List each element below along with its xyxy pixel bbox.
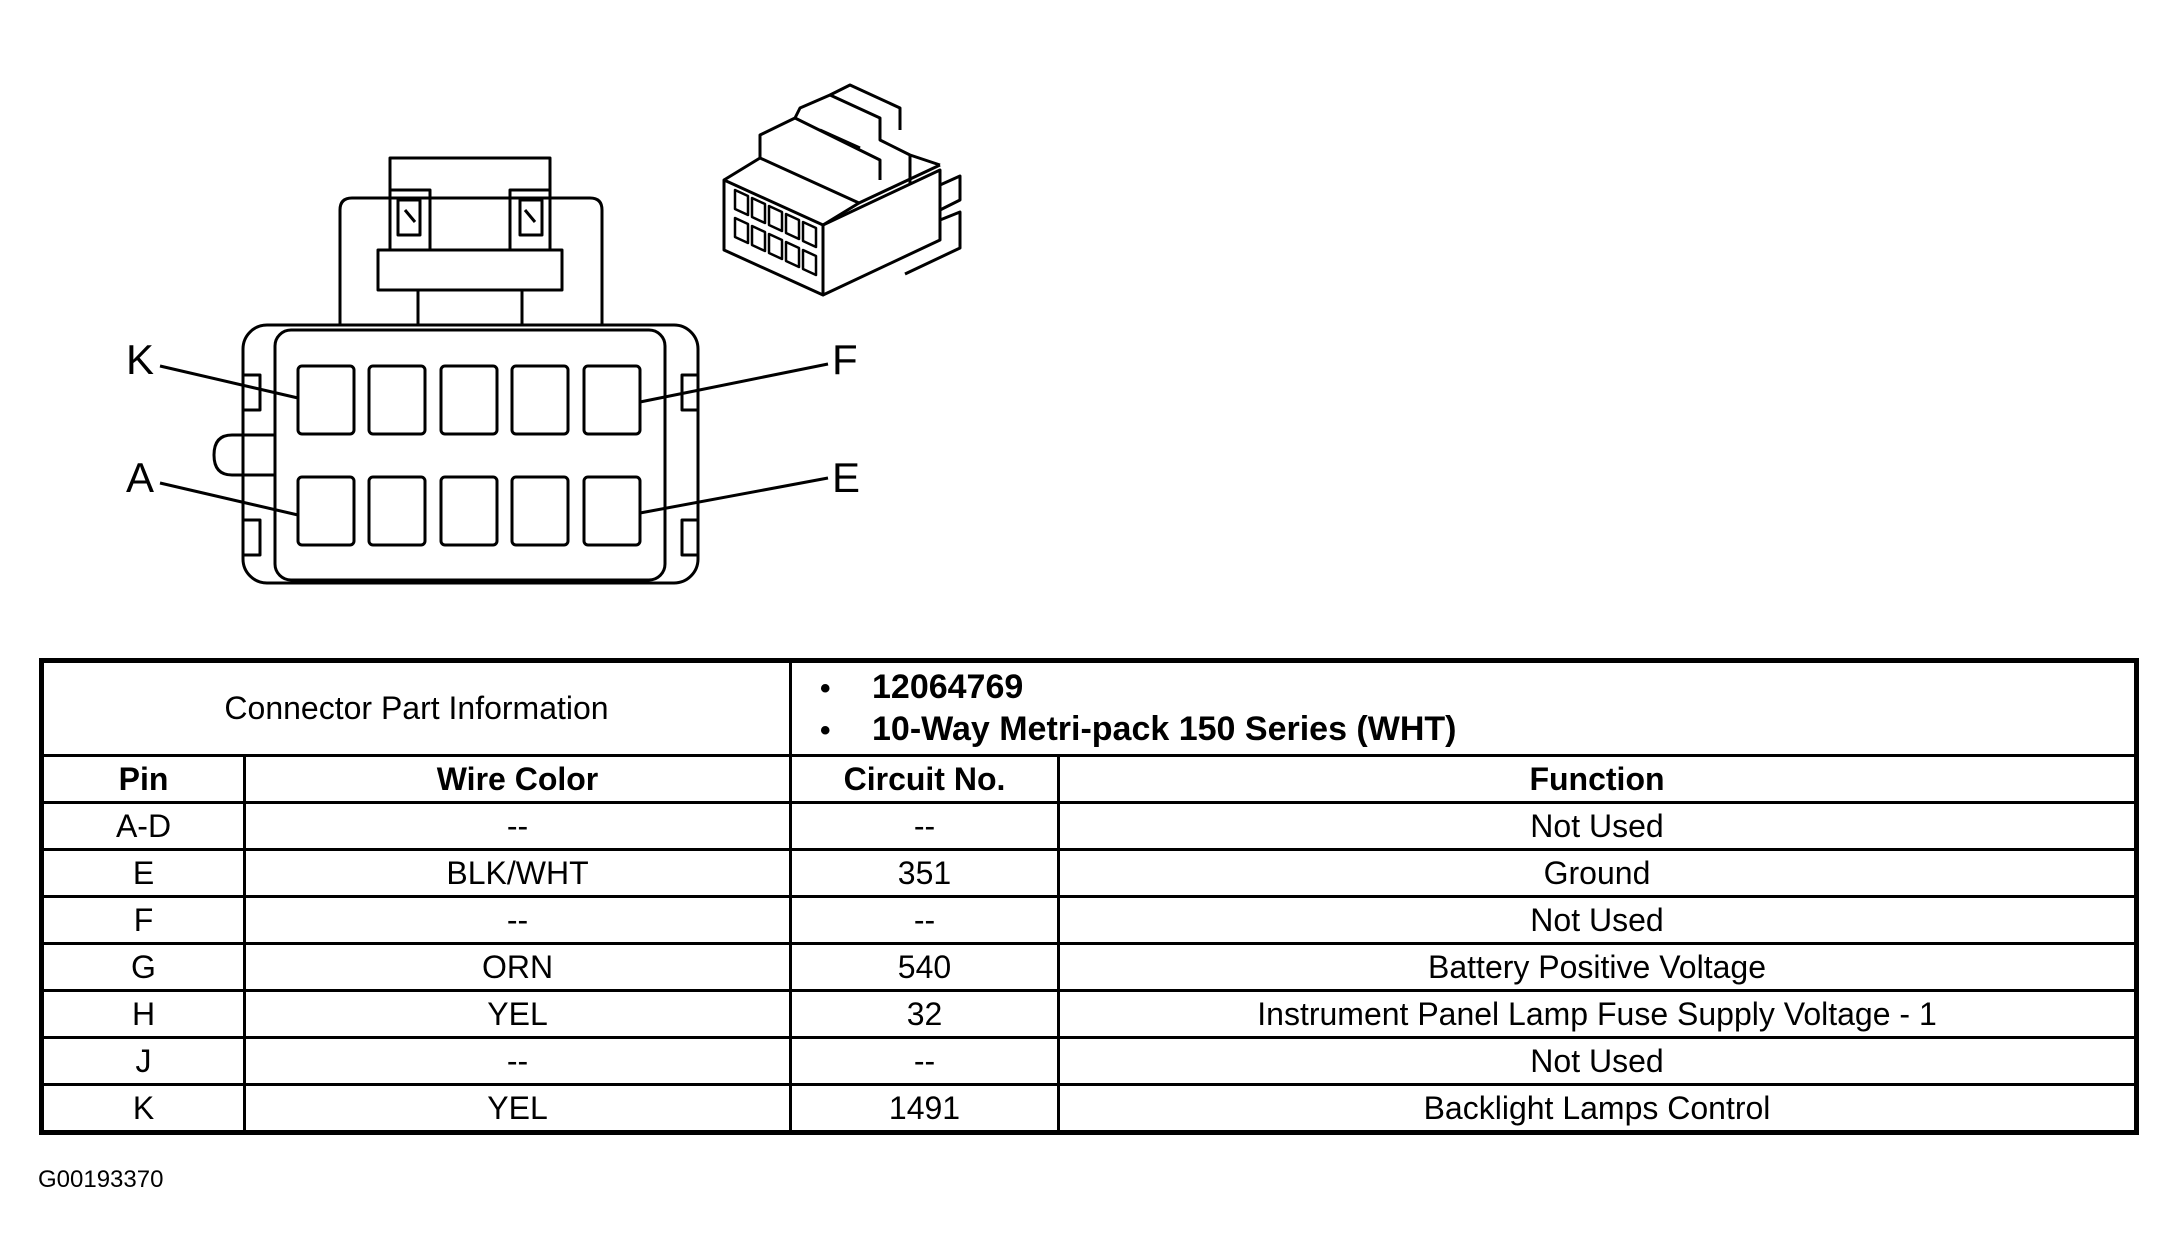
cell-function: Not Used [1057, 1036, 2138, 1086]
col-header-circuit: Circuit No. [789, 754, 1060, 804]
cell-function: Not Used [1057, 895, 2138, 945]
cell-function: Backlight Lamps Control [1057, 1083, 2138, 1134]
table-row: G ORN 540 Battery Positive Voltage [40, 942, 2138, 992]
connector-diagram: K A F E [126, 83, 962, 585]
cell-wire-color: YEL [243, 1083, 792, 1134]
pin-cavity-row-top [296, 364, 642, 436]
cell-wire-color: -- [243, 1036, 792, 1086]
connector-iso-view [722, 83, 962, 297]
table-row: H YEL 32 Instrument Panel Lamp Fuse Supp… [40, 989, 2138, 1039]
cell-circuit: 32 [789, 989, 1060, 1039]
col-header-pin: Pin [40, 754, 246, 804]
connector-info-table: Connector Part Information 12064769 10-W… [39, 658, 2139, 1135]
cell-wire-color: YEL [243, 989, 792, 1039]
cell-pin: E [40, 848, 246, 898]
cell-pin: F [40, 895, 246, 945]
column-header-row: Pin Wire Color Circuit No. Function [40, 754, 2138, 804]
cell-function: Instrument Panel Lamp Fuse Supply Voltag… [1057, 989, 2138, 1039]
cell-pin: J [40, 1036, 246, 1086]
cell-pin: A-D [40, 801, 246, 851]
cell-circuit: 540 [789, 942, 1060, 992]
table-row: E BLK/WHT 351 Ground [40, 848, 2138, 898]
cell-circuit: -- [789, 801, 1060, 851]
pin-cavity-row-bottom [296, 475, 642, 547]
cell-pin: H [40, 989, 246, 1039]
cell-function: Ground [1057, 848, 2138, 898]
table-row: F -- -- Not Used [40, 895, 2138, 945]
col-header-function: Function [1057, 754, 2138, 804]
pin-label-e: E [832, 454, 860, 501]
figure-id: G00193370 [38, 1166, 164, 1193]
pin-label-a: A [126, 454, 154, 501]
cell-pin: G [40, 942, 246, 992]
iso-cavities [733, 188, 818, 277]
cell-wire-color: -- [243, 801, 792, 851]
cell-circuit: -- [789, 1036, 1060, 1086]
connector-face-view [159, 156, 829, 585]
cell-pin: K [40, 1083, 246, 1134]
cell-function: Battery Positive Voltage [1057, 942, 2138, 992]
cell-circuit: -- [789, 895, 1060, 945]
part-description: 10-Way Metri-pack 150 Series (WHT) [872, 709, 2134, 751]
cell-circuit: 1491 [789, 1083, 1060, 1134]
part-info-list: 12064769 10-Way Metri-pack 150 Series (W… [789, 659, 2138, 757]
cell-wire-color: BLK/WHT [243, 848, 792, 898]
table-row: J -- -- Not Used [40, 1036, 2138, 1086]
cell-function: Not Used [1057, 801, 2138, 851]
table-row: K YEL 1491 Backlight Lamps Control [40, 1083, 2138, 1134]
pin-label-k: K [126, 336, 154, 383]
part-info-title: Connector Part Information [40, 659, 792, 757]
cell-wire-color: ORN [243, 942, 792, 992]
cell-circuit: 351 [789, 848, 1060, 898]
pin-label-f: F [832, 336, 858, 383]
cell-wire-color: -- [243, 895, 792, 945]
part-info-row: Connector Part Information 12064769 10-W… [40, 659, 2138, 757]
table-row: A-D -- -- Not Used [40, 801, 2138, 851]
col-header-wire-color: Wire Color [243, 754, 792, 804]
part-number: 12064769 [872, 667, 2134, 709]
